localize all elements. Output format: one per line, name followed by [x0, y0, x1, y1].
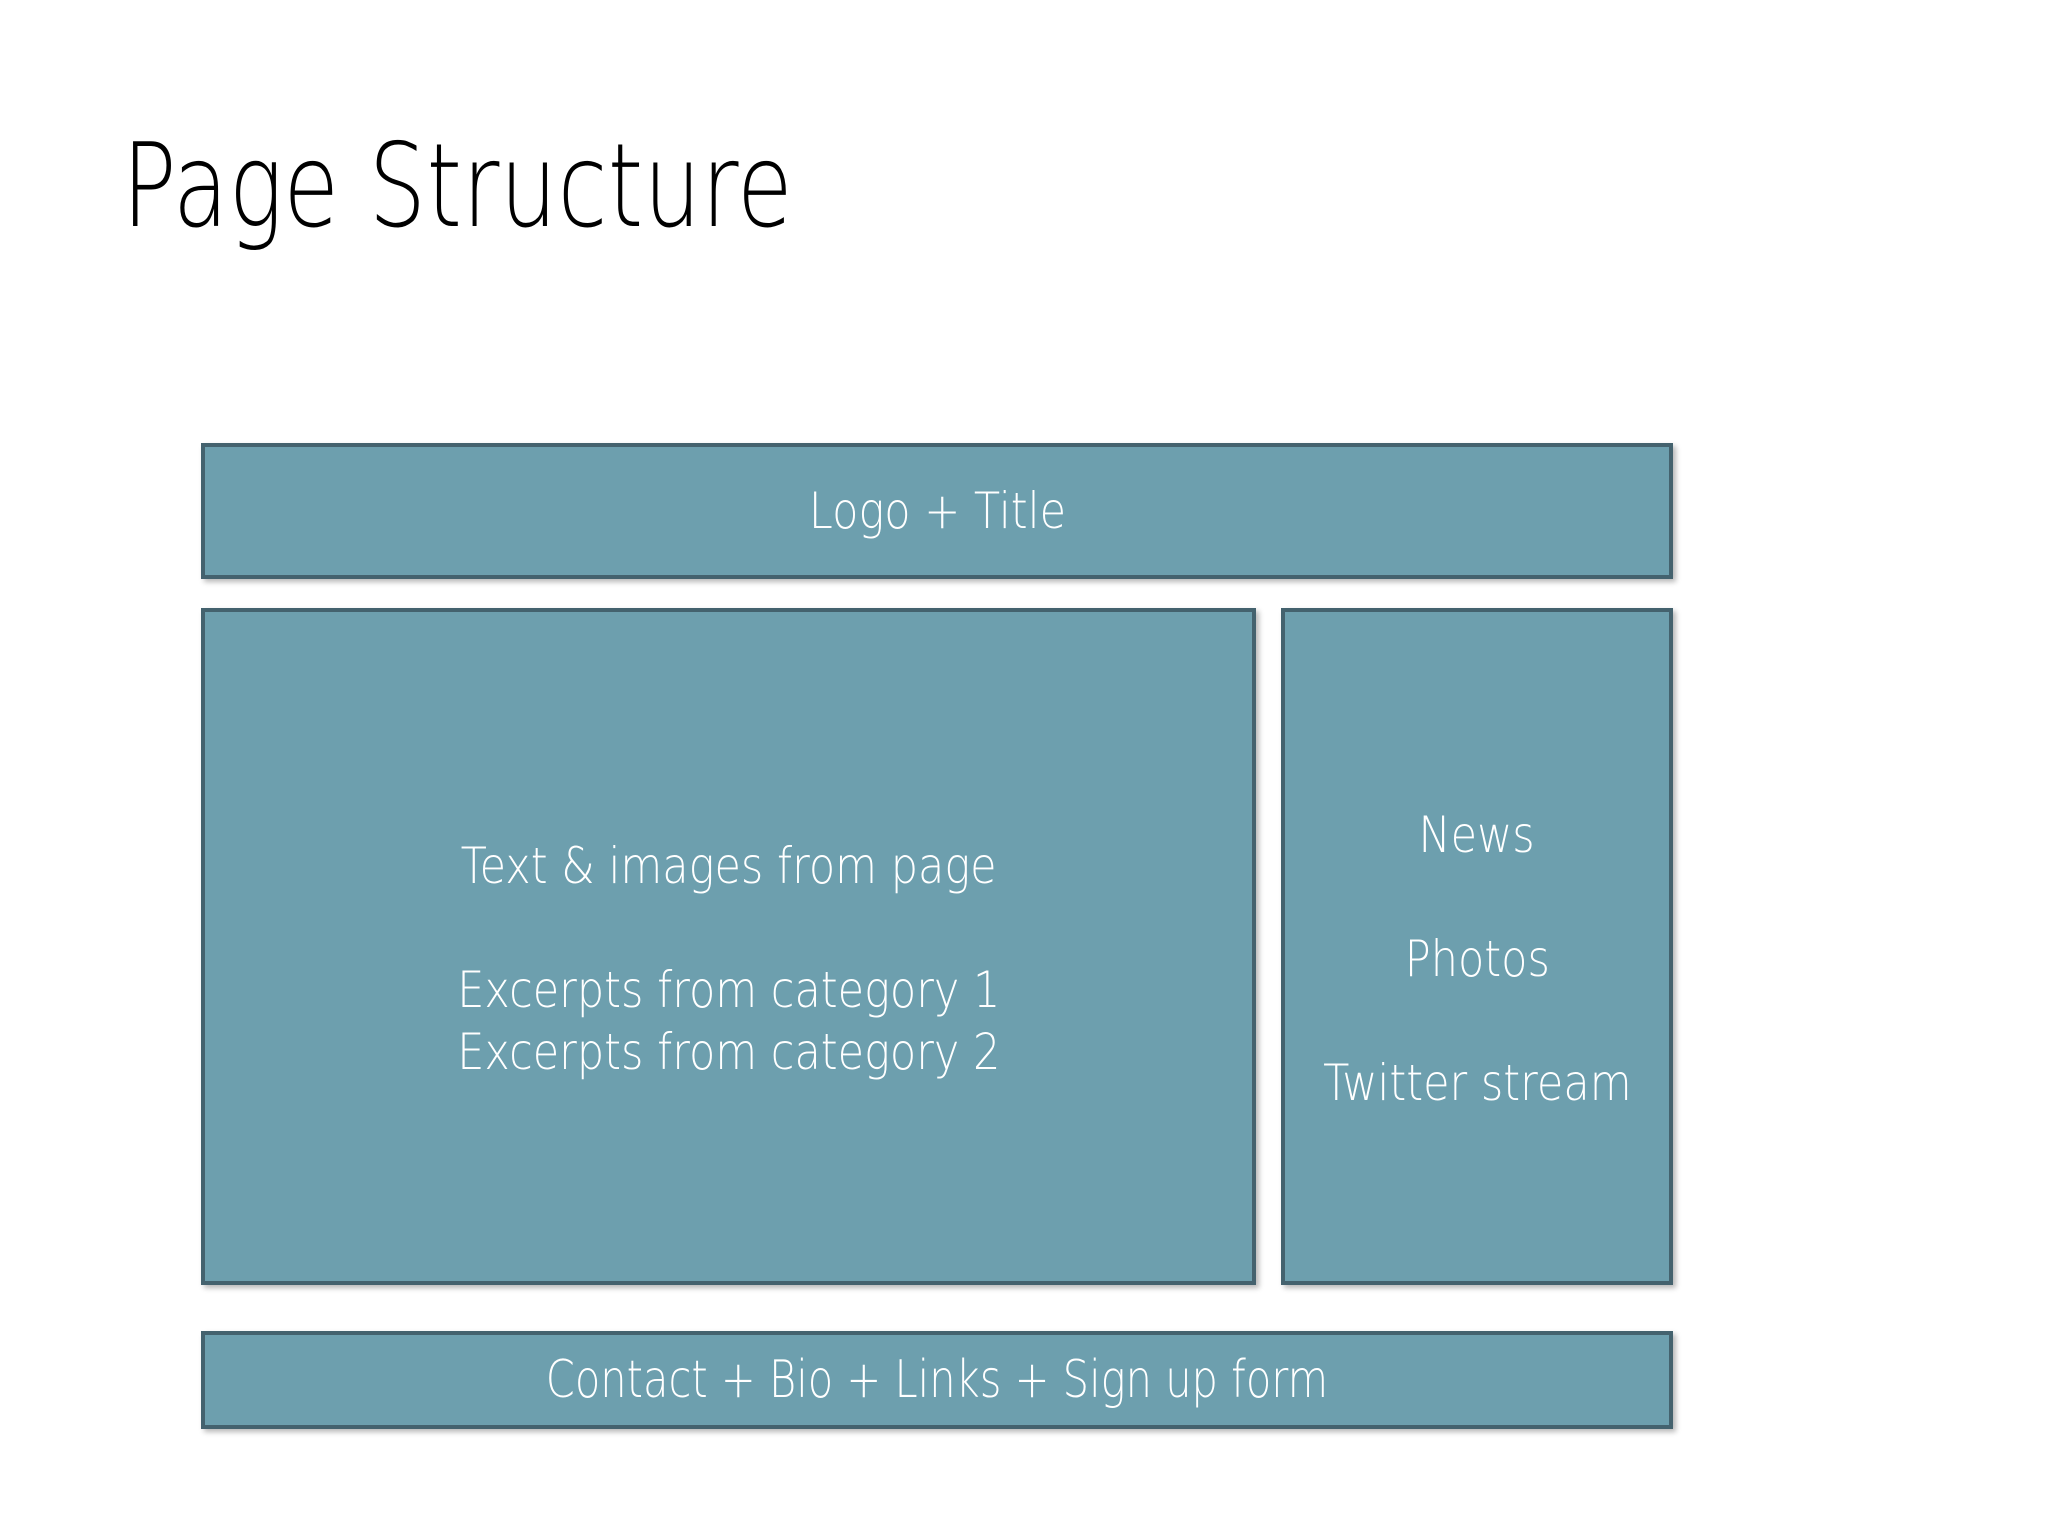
sidebar-content-lines: News Photos Twitter stream [1298, 804, 1657, 1114]
wireframe-sidebar-block[interactable]: News Photos Twitter stream [1281, 608, 1673, 1285]
wireframe-main-content-block[interactable]: Text & images from page Excerpts from ca… [201, 608, 1256, 1285]
wireframe-header-block[interactable]: Logo + Title [201, 443, 1673, 579]
main-line-excerpts-category-2: Excerpts from category 2 [456, 1022, 1001, 1081]
main-line-excerpts-category-1: Excerpts from category 1 [456, 960, 1001, 1019]
sidebar-line-photos: Photos [1404, 929, 1550, 988]
page-title: Page Structure [122, 119, 794, 254]
footer-label: Contact + Bio + Links + Sign up form [545, 1350, 1329, 1410]
sidebar-line-news: News [1418, 805, 1536, 864]
main-content-lines: Text & images from page Excerpts from ca… [413, 835, 1045, 1083]
sidebar-line-twitter-stream: Twitter stream [1322, 1053, 1632, 1112]
header-label: Logo + Title [808, 482, 1066, 540]
wireframe-footer-block[interactable]: Contact + Bio + Links + Sign up form [201, 1331, 1673, 1429]
main-line-text-and-images: Text & images from page [460, 836, 997, 895]
